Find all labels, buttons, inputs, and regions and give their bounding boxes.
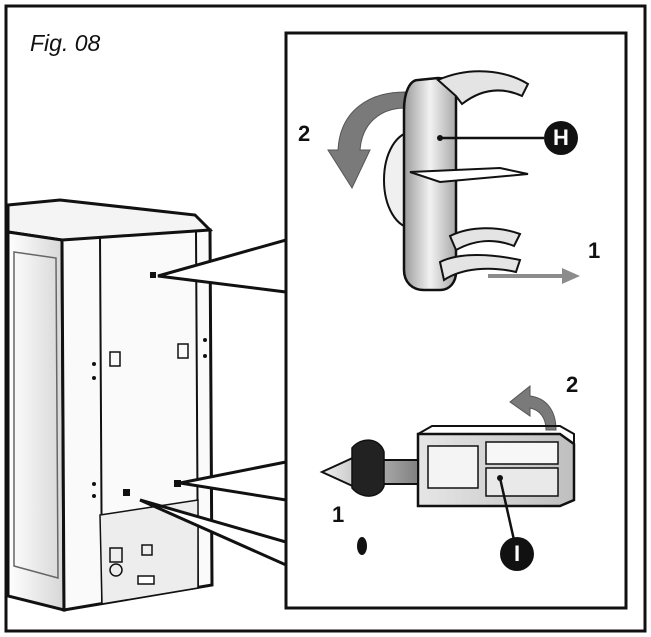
hinge-clip-h — [327, 70, 580, 292]
bracket-i — [319, 384, 576, 555]
step-2-bottom-label: 2 — [566, 372, 579, 397]
step-1-bottom-label: 1 — [332, 502, 345, 527]
step-2-top-label: 2 — [298, 121, 311, 146]
figure-border — [4, 4, 647, 633]
leader-lines — [139, 238, 288, 568]
figure-label: Fig. 08 — [30, 30, 101, 56]
callout-i-badge: I — [500, 537, 534, 571]
callout-h-badge: H — [544, 121, 578, 155]
step-1-top-label: 1 — [588, 238, 601, 263]
refrigerator-back-view — [6, 198, 214, 612]
